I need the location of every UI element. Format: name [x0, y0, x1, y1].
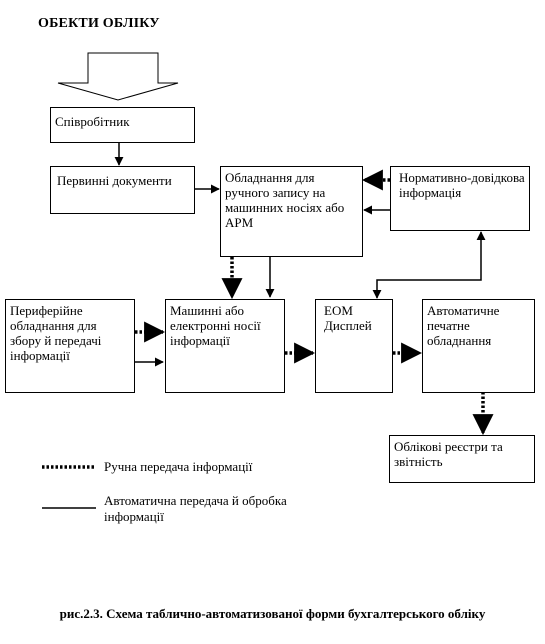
edge-computer-to-reference	[372, 231, 486, 299]
figure-caption: рис.2.3. Схема таблично-автоматизованої …	[59, 606, 486, 621]
node-manual-equipment: Обладнання для ручного запису на машинни…	[220, 166, 363, 257]
legend-manual-label: Ручна передача інформації	[104, 459, 253, 474]
node-registers-label: Облікові реєстри та звітність	[394, 439, 503, 469]
diagram-heading: ОБЕКТИ ОБЛІКУ	[38, 16, 160, 31]
node-printer: Автоматичне печатне обладнання	[422, 299, 535, 393]
node-primary-docs-label: Первинні документи	[57, 173, 172, 188]
node-computer: ЕОМ Дисплей	[315, 299, 393, 393]
node-primary-docs: Первинні документи	[50, 166, 195, 214]
node-manual-equipment-label: Обладнання для ручного запису на машинни…	[225, 170, 345, 230]
node-peripheral-label: Периферійне обладнання для збору й перед…	[10, 303, 102, 363]
legend-auto-label: Автоматична передача й обробка інформаці…	[104, 493, 287, 524]
node-employee-label: Співробітник	[55, 114, 130, 129]
input-hollow-arrow	[57, 52, 179, 101]
node-registers: Облікові реєстри та звітність	[389, 435, 535, 483]
node-peripheral: Периферійне обладнання для збору й перед…	[5, 299, 135, 393]
node-printer-label: Автоматичне печатне обладнання	[427, 303, 500, 348]
node-reference-info-label: Нормативно-довідкова інформація	[399, 170, 525, 200]
node-media-label: Машинні або електронні носії інформації	[170, 303, 261, 348]
node-media: Машинні або електронні носії інформації	[165, 299, 285, 393]
node-reference-info: Нормативно-довідкова інформація	[390, 166, 530, 231]
node-computer-label: ЕОМ Дисплей	[324, 303, 372, 333]
node-employee: Співробітник	[50, 107, 195, 143]
